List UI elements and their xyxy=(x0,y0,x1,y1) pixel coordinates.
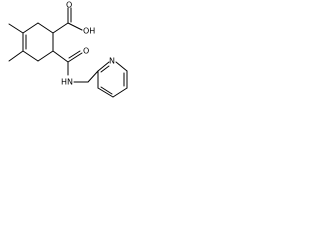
amide-c-o-double-bond-inner xyxy=(68,50,81,59)
pyridine-bond xyxy=(112,87,128,98)
pyridine-double-bond xyxy=(100,65,110,73)
ch2-pyridine-bond xyxy=(87,70,99,83)
amide-nitrogen: HN xyxy=(61,78,73,87)
ring-bond xyxy=(22,50,39,62)
ring-bond xyxy=(37,22,54,34)
chemical-structure-diagram: O OH O HN N xyxy=(8,1,128,98)
methylene-linker xyxy=(73,70,99,83)
pyridine-bond xyxy=(97,61,110,72)
ring-bond xyxy=(22,22,39,34)
acid-c-bond xyxy=(52,22,69,34)
methyl-groups xyxy=(8,23,24,62)
pyridine-bond xyxy=(97,87,114,98)
cyclohexene-ring xyxy=(22,22,54,62)
acid-hydroxyl: OH xyxy=(83,27,95,36)
amide-c-bond xyxy=(52,50,69,63)
amide-oxygen: O xyxy=(83,47,89,56)
acid-c-oh-bond xyxy=(67,22,83,31)
ring-bond xyxy=(37,50,54,62)
methyl-bond-bottom xyxy=(8,50,24,62)
pyridine-ring: N xyxy=(97,57,128,98)
methyl-bond-top xyxy=(8,23,24,34)
pyridine-nitrogen: N xyxy=(109,57,115,66)
acid-carbonyl-oxygen: O xyxy=(66,1,72,10)
carboxylic-acid-group: O OH xyxy=(52,1,95,36)
pyridine-bond xyxy=(115,61,128,72)
amide-group: O HN xyxy=(52,47,89,87)
amide-c-o-double-bond xyxy=(67,52,83,63)
pyridine-double-bond xyxy=(100,86,113,95)
